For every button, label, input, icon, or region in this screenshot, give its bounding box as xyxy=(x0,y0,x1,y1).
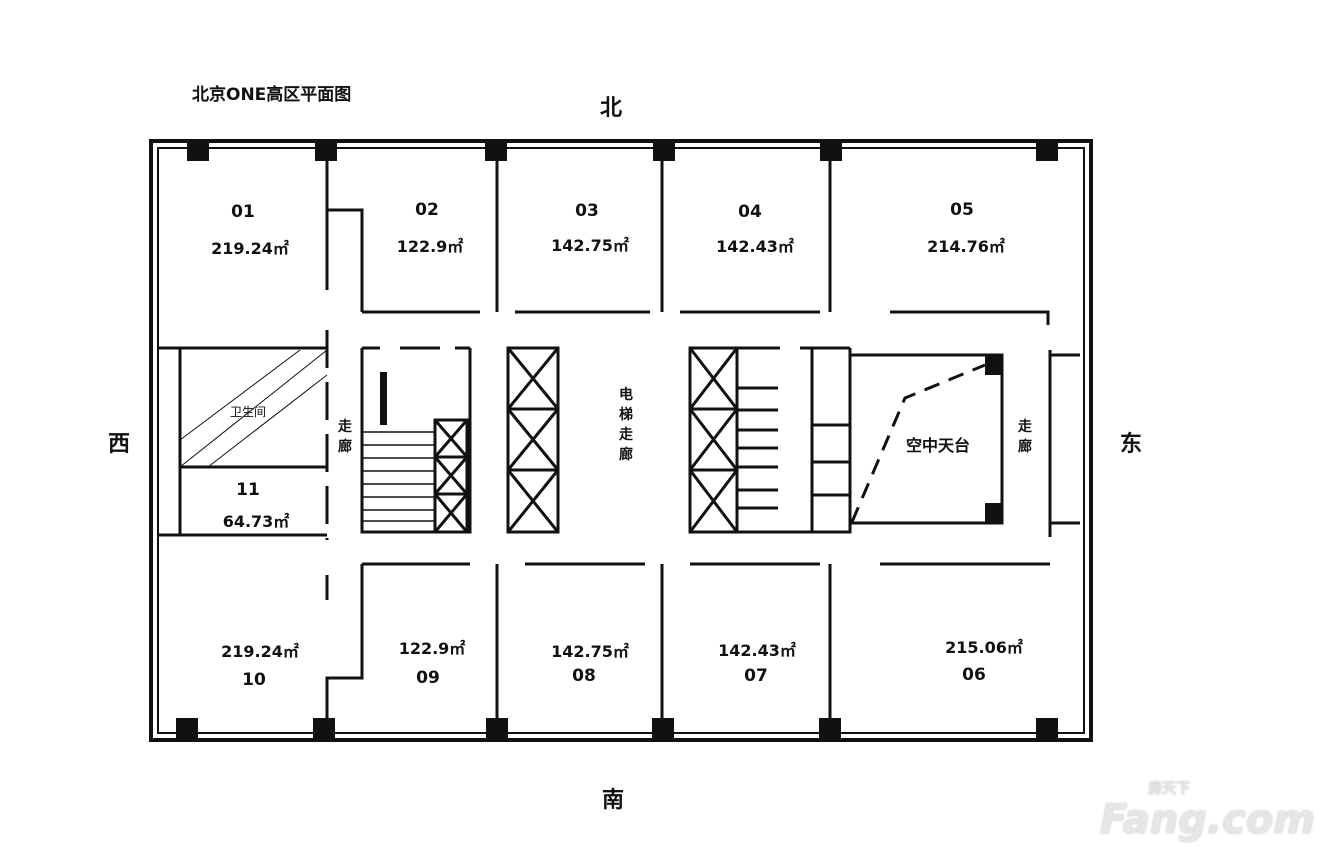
room-number: 05 xyxy=(950,200,974,220)
east-corridor xyxy=(1048,350,1080,537)
room-area: 214.76㎡ xyxy=(927,237,1005,256)
terrace-dashed-edge xyxy=(850,363,986,523)
utility-shaft xyxy=(810,348,852,534)
room-number: 04 xyxy=(738,202,762,222)
pillars xyxy=(176,143,1058,738)
watermark-brand: Fang.com xyxy=(1100,797,1315,843)
room-number: 01 xyxy=(231,202,255,222)
corridor-label-east: 走廊 xyxy=(1018,419,1032,455)
stairwell xyxy=(360,346,472,534)
room-area: 122.9㎡ xyxy=(398,639,466,658)
room-area: 219.24㎡ xyxy=(221,642,299,661)
north-partitions xyxy=(325,148,832,312)
south-label: 南 xyxy=(602,788,625,813)
south-partitions xyxy=(325,564,832,733)
sky-terrace-room xyxy=(850,353,1004,525)
room-number: 02 xyxy=(415,200,439,220)
service-elevator xyxy=(433,418,469,534)
room-area: 219.24㎡ xyxy=(211,239,289,258)
west-label: 西 xyxy=(108,432,131,457)
room-number: 09 xyxy=(416,668,440,688)
room-area: 142.75㎡ xyxy=(551,642,629,661)
room-area: 142.43㎡ xyxy=(716,237,794,256)
elevator-shaft-east xyxy=(688,346,739,534)
corridor-label-west: 走廊 xyxy=(338,419,352,455)
room-area: 122.9㎡ xyxy=(396,237,464,256)
inner-wall xyxy=(157,147,1085,734)
east-label: 东 xyxy=(1120,432,1143,457)
elevator-corridor-label: 电梯走廊 xyxy=(619,387,633,463)
room-number: 08 xyxy=(572,666,596,686)
fang-watermark-logo: 房天下 Fang.com xyxy=(1100,781,1315,843)
room-number: 06 xyxy=(962,665,986,685)
north-label: 北 xyxy=(600,96,623,121)
north-corridor-wall xyxy=(362,310,1050,325)
plan-title: 北京ONE高区平面图 xyxy=(192,85,352,105)
room-number: 03 xyxy=(575,201,599,221)
stair-steps xyxy=(362,431,435,522)
restroom-hatch xyxy=(179,349,328,468)
elevator-shaft-center xyxy=(506,346,560,534)
east-stairs xyxy=(737,346,850,534)
restroom-block xyxy=(158,346,327,537)
room-area: 142.75㎡ xyxy=(551,236,629,255)
room-area: 64.73㎡ xyxy=(222,512,290,531)
watermark-cn: 房天下 xyxy=(1148,781,1191,797)
room-number: 10 xyxy=(242,670,266,690)
room-number: 07 xyxy=(744,666,768,686)
sky-terrace-label: 空中天台 xyxy=(906,436,971,455)
stair-rail xyxy=(380,372,387,425)
room-area: 215.06㎡ xyxy=(945,638,1023,657)
restroom-label: 卫生间 xyxy=(230,405,267,419)
outer-wall xyxy=(149,139,1093,742)
room-number: 11 xyxy=(236,480,260,500)
room-area: 142.43㎡ xyxy=(718,641,796,660)
